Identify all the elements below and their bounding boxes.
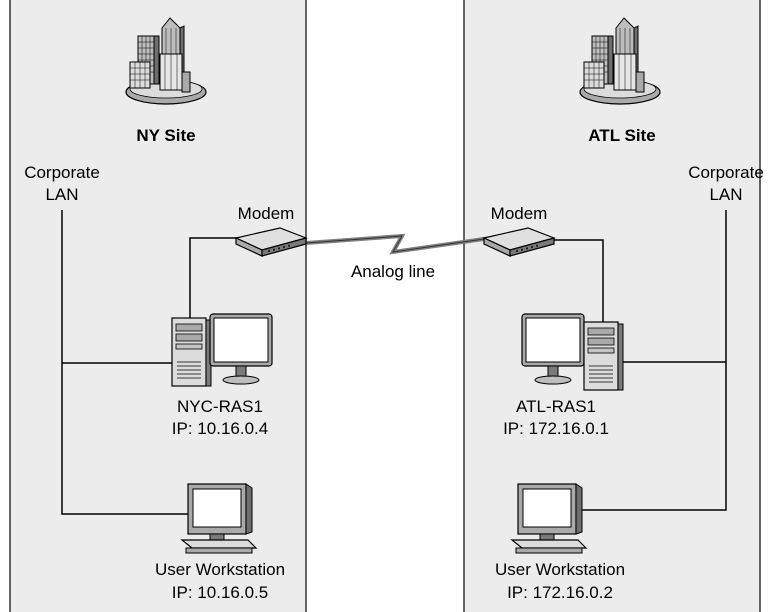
ny-workstation-name: User Workstation [155,560,285,579]
ny-workstation-ip: IP: 10.16.0.5 [172,583,268,602]
atl-lan-label-line1: Corporate [688,163,764,182]
atl-workstation-ip: IP: 172.16.0.2 [507,583,613,602]
ny-modem-label: Modem [238,204,295,223]
atl-server-ip: IP: 172.16.0.1 [503,419,609,438]
atl-workstation-icon [511,483,587,554]
atl-workstation-name: User Workstation [495,560,625,579]
analog-line-label: Analog line [351,262,435,281]
ny-server-tower-icon [171,317,212,387]
ny-server-ip: IP: 10.16.0.4 [172,419,268,438]
ny-lan-label-line1: Corporate [24,163,100,182]
atl-modem-label: Modem [491,204,548,223]
atl-server-name: ATL-RAS1 [516,397,596,416]
ny-server-name: NYC-RAS1 [177,397,263,416]
atl-site-title: ATL Site [588,126,655,145]
atl-lan-label-line2: LAN [709,185,742,204]
atl-server-tower-icon [583,321,624,391]
network-wiring [61,210,727,515]
ny-lan-label-line2: LAN [45,185,78,204]
ny-site-title: NY Site [136,126,195,145]
ny-workstation-icon [181,483,257,554]
